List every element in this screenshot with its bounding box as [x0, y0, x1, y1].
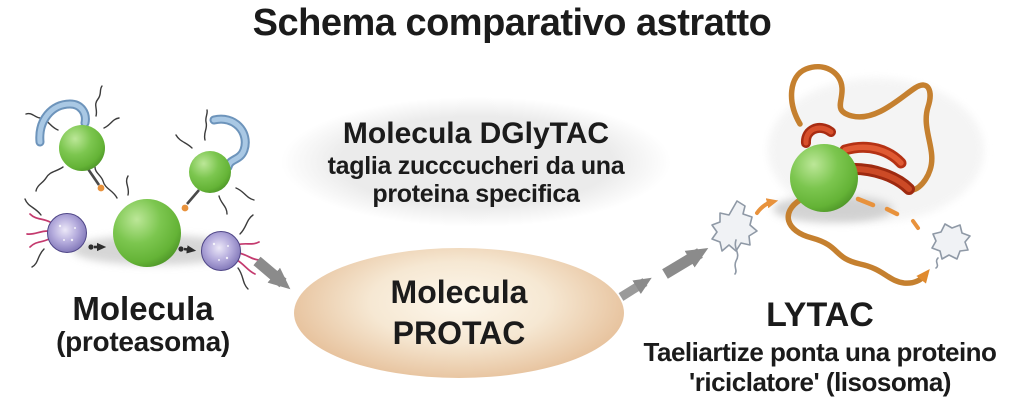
binding-arrow — [88, 242, 197, 254]
background-glow — [768, 78, 984, 222]
proteasome-label: Molecula (proteasoma) — [14, 290, 272, 358]
target-protein-sphere — [59, 125, 105, 171]
lytac-label-sub-line2: 'riciclatore' (lisosoma) — [689, 367, 951, 398]
gray-arrow-right-large — [662, 248, 709, 279]
linker-end-dot — [181, 204, 189, 212]
lytac-complex-illustration — [711, 64, 984, 286]
unfolded-protein-ribbon-orange — [785, 64, 935, 286]
proteasome-label-line2: (proteasoma) — [56, 326, 230, 358]
gray-arrow-left — [253, 256, 291, 290]
lytac-label: LYTAC Taeliartize ponta una proteino 'ri… — [616, 294, 1024, 398]
proteasome-sphere — [201, 231, 241, 271]
dglytac-bubble-desc-line2: proteina specifica — [372, 180, 580, 208]
target-protein-sphere — [189, 151, 231, 193]
lytac-label-sub-line1: Taeliartize ponta una proteino — [643, 336, 997, 367]
proteasome-speckles — [58, 224, 229, 261]
lytac-label-title: LYTAC — [766, 296, 874, 334]
cluster-shadow — [72, 235, 240, 265]
complex-shadow — [773, 195, 893, 223]
linker-stick — [84, 165, 101, 186]
dglytac-bubble: Molecula DGlyTAC taglia zucccucheri da u… — [281, 97, 671, 227]
dglytac-bubble-title: Molecula DGlyTAC — [342, 117, 610, 150]
proteasome-cluster-illustration — [24, 85, 261, 290]
protac-bubble-line1: Molecula — [390, 274, 528, 311]
dglytac-bubble-desc-line1: taglia zucccucheri da una — [327, 152, 625, 180]
antibody-chain-squiggles — [24, 85, 255, 290]
release-arrows-orange — [755, 196, 920, 230]
protac-bubble: Molecula PROTAC — [294, 248, 624, 378]
target-protein-sphere-large — [113, 199, 181, 267]
diagram-title: Schema comparativo astratto — [252, 2, 772, 44]
sketch-tail — [734, 239, 739, 275]
degraded-protein-sketch — [711, 200, 971, 260]
glycan-ribbon-blue — [35, 99, 250, 172]
proteasome-label-line1: Molecula — [72, 290, 214, 327]
linker-end-dot — [97, 184, 105, 192]
linker-stick — [186, 189, 200, 205]
antibody-helix-red — [801, 123, 915, 195]
protac-bubble-line2: PROTAC — [392, 315, 526, 351]
sketch-tail — [935, 257, 939, 269]
proteasome-sphere — [47, 213, 87, 253]
ligand-squiggles-red — [26, 213, 261, 275]
target-protein-sphere-right — [790, 144, 858, 212]
